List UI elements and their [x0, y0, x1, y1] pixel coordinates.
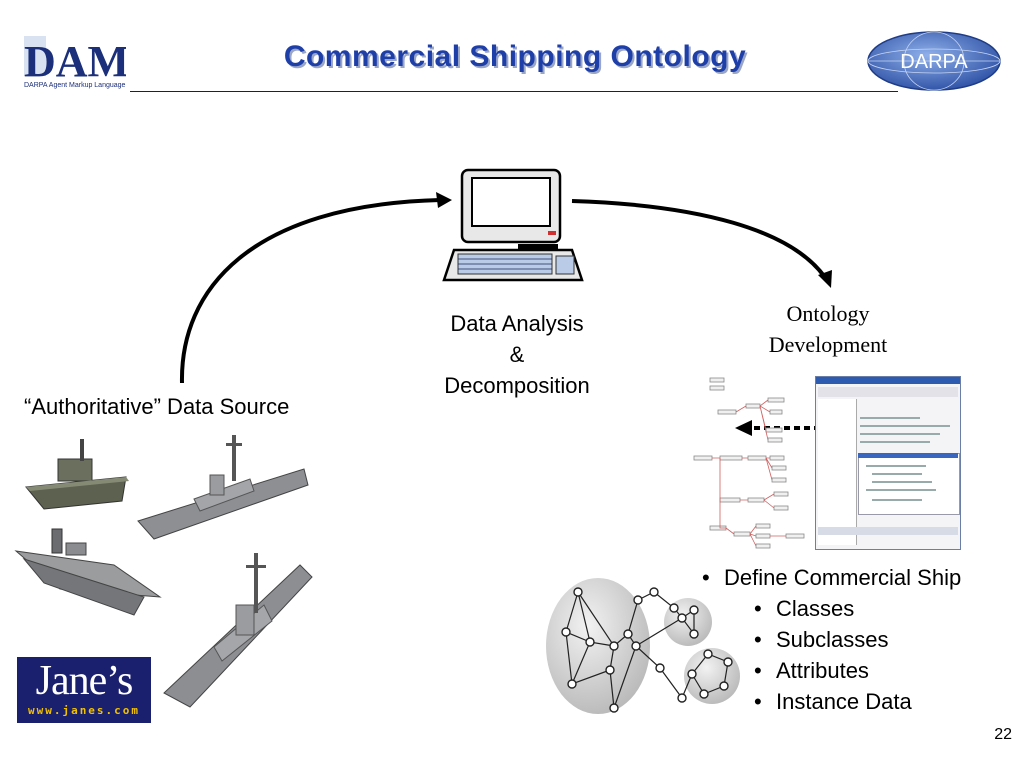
- bullet-subitem: •Subclasses: [754, 627, 889, 652]
- daml-logo-text: DAML: [24, 37, 126, 86]
- darpa-logo-text: DARPA: [900, 51, 968, 73]
- page-number: 22: [994, 726, 1012, 743]
- bullet-subitem: •Instance Data: [754, 689, 912, 714]
- title-divider: [130, 91, 898, 92]
- computer-terminal-icon: [442, 168, 584, 282]
- janes-logo-name: Jane’s: [35, 658, 134, 704]
- ontology-editor-screenshot: [815, 376, 961, 550]
- darpa-logo: DARPA: [867, 31, 1001, 91]
- daml-logo: DAML DARPA Agent Markup Language: [22, 32, 126, 90]
- bullet-item: •Define Commercial Ship: [702, 565, 962, 590]
- ship-icon: [137, 435, 309, 540]
- bullet-subitem: •Classes: [754, 596, 855, 621]
- daml-logo-subtitle: DARPA Agent Markup Language: [24, 82, 126, 89]
- bullet-list: •Define Commercial Ship •Classes •Subcla…: [700, 562, 1020, 717]
- ontology-development-label: Ontology Development: [768, 301, 888, 357]
- janes-logo-url: www.janes.com: [27, 704, 141, 717]
- arrow-analysis-to-ontology: [571, 199, 826, 278]
- arrow-source-to-analysis: [179, 198, 441, 384]
- data-analysis-label: Data Analysis & Decomposition: [444, 311, 590, 398]
- ship-icon: [25, 439, 129, 510]
- ontology-tree-diagram: [693, 377, 805, 549]
- slide-title: Commercial Shipping Ontology: [283, 40, 747, 73]
- ship-icon: [163, 553, 313, 708]
- janes-logo: Jane’s www.janes.com: [17, 657, 151, 723]
- graph-cluster-icon: [546, 578, 740, 714]
- ship-icon: [14, 528, 162, 616]
- ship-images: [14, 435, 313, 708]
- bullet-subitem: •Attributes: [754, 658, 869, 683]
- authoritative-source-label: “Authoritative” Data Source: [24, 394, 290, 419]
